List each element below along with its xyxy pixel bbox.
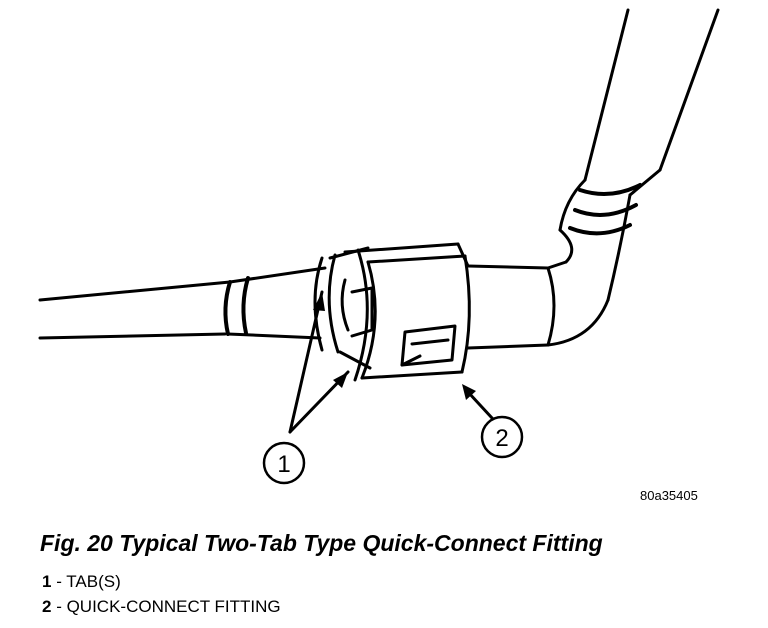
callout-1-arrowhead-upper	[313, 292, 325, 311]
callout-2-leader	[466, 390, 494, 420]
tab-region	[313, 246, 374, 370]
callout-1-leader	[288, 290, 350, 434]
legend-item-tabs: 1 - TAB(S)	[42, 572, 121, 592]
figure-id: 80a35405	[640, 488, 698, 503]
legend-label: TAB(S)	[66, 572, 121, 591]
callout-1-arrowhead-lower	[333, 372, 348, 388]
callout-2-number: 2	[495, 425, 508, 452]
left-hose	[38, 266, 327, 340]
legend-separator: -	[51, 597, 67, 616]
legend-label: QUICK-CONNECT FITTING	[66, 597, 281, 616]
figure-caption: Fig. 20 Typical Two-Tab Type Quick-Conne…	[40, 530, 603, 556]
callout-1-circle	[262, 441, 306, 485]
legend-number: 1	[42, 572, 52, 591]
fitting-illustration: 1 2	[38, 8, 720, 485]
right-hose	[558, 8, 720, 236]
elbow-tube	[466, 193, 632, 350]
callout-1-number: 1	[277, 451, 290, 478]
quick-connect-body	[343, 242, 471, 382]
callout-2-circle	[480, 415, 524, 459]
legend-item-fitting: 2 - QUICK-CONNECT FITTING	[42, 597, 281, 617]
legend-separator: -	[51, 572, 67, 591]
callout-2-arrowhead	[462, 384, 476, 400]
legend-number: 2	[42, 597, 52, 616]
